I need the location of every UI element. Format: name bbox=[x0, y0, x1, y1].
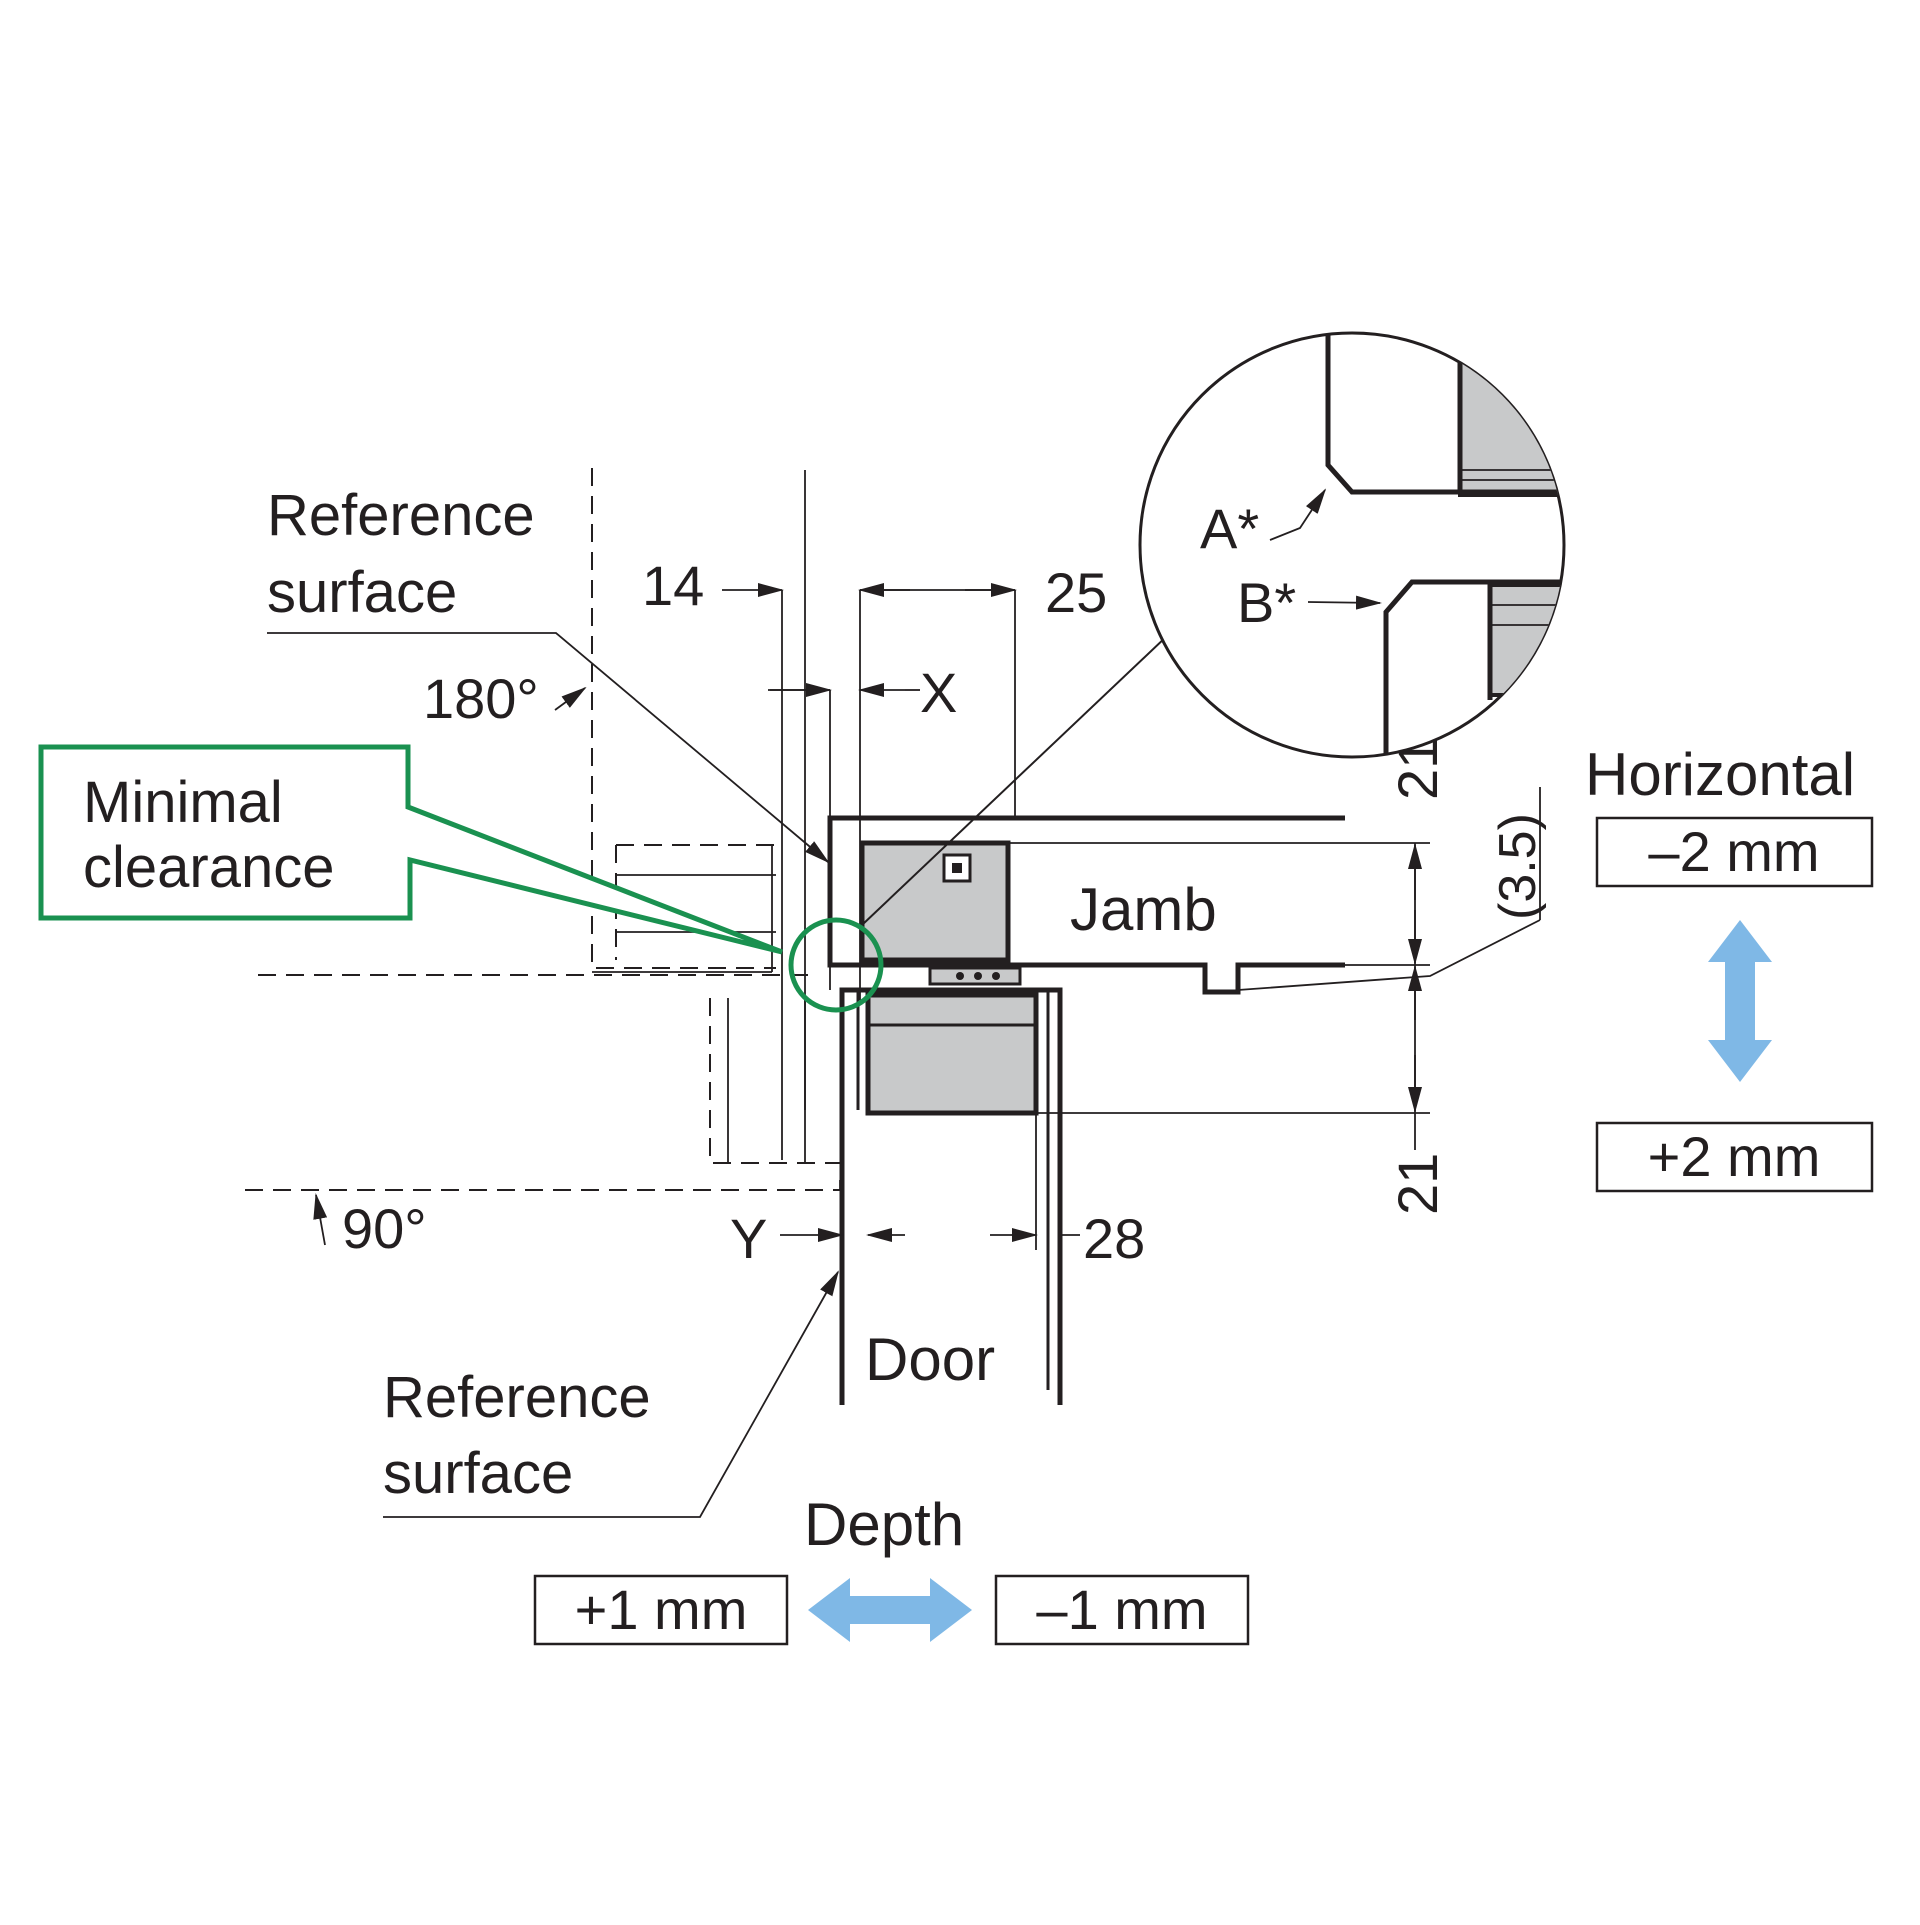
dim-3-5-label: (3.5) bbox=[1489, 813, 1547, 920]
angle-90-label: 90° bbox=[342, 1197, 427, 1260]
hinge-body-door bbox=[865, 992, 1039, 1116]
clearance-highlight-circle bbox=[788, 917, 884, 1013]
reference-surface-bottom: Reference surface bbox=[383, 1270, 839, 1518]
hinge-body-jamb bbox=[859, 840, 1011, 963]
door-label: Door bbox=[865, 1326, 995, 1393]
dim-x: X bbox=[768, 661, 957, 724]
dim-y-label: Y bbox=[730, 1207, 767, 1270]
minimal-clearance-callout: Minimal clearance bbox=[38, 744, 884, 1013]
minimal-clearance-line1: Minimal bbox=[83, 770, 283, 835]
horizontal-minus-label: –2 mm bbox=[1648, 820, 1819, 883]
dim-3-5: (3.5) bbox=[1237, 787, 1547, 991]
reference-surface-top: Reference surface bbox=[267, 483, 830, 864]
extension-lines bbox=[781, 470, 1430, 1250]
dim-x-label: X bbox=[920, 661, 957, 724]
depth-title: Depth bbox=[804, 1491, 964, 1558]
depth-minus-box bbox=[994, 1574, 1250, 1646]
dim-28-label: 28 bbox=[1083, 1207, 1145, 1270]
vertical-double-arrow-icon bbox=[1708, 920, 1772, 1082]
screw-center bbox=[952, 863, 962, 873]
detail-magnifier: A* B* bbox=[861, 331, 1566, 926]
horizontal-plus-label: +2 mm bbox=[1648, 1125, 1821, 1188]
dim-25: 25 bbox=[858, 561, 1107, 624]
dim-y-28: Y 28 bbox=[730, 1207, 1145, 1270]
minimal-clearance-line2: clearance bbox=[83, 835, 334, 900]
depth-adjustment: Depth +1 mm –1 mm bbox=[533, 1491, 1250, 1646]
jamb-label: Jamb bbox=[1070, 876, 1217, 943]
reference-surface-bottom-line1: Reference bbox=[383, 1365, 651, 1430]
depth-plus-label: +1 mm bbox=[575, 1578, 748, 1641]
dim-21-bottom-label: 21 bbox=[1386, 1153, 1449, 1215]
depth-plus-box bbox=[533, 1574, 789, 1646]
detail-b-label: B* bbox=[1237, 571, 1296, 634]
reference-surface-top-line2: surface bbox=[267, 560, 457, 625]
angle-180: 180° bbox=[423, 667, 587, 730]
dim-25-label: 25 bbox=[1045, 561, 1107, 624]
horizontal-title: Horizontal bbox=[1585, 741, 1855, 808]
dim-14: 14 bbox=[642, 554, 784, 617]
horizontal-adjustment: Horizontal –2 mm +2 mm bbox=[1585, 741, 1874, 1193]
horizontal-plus-box bbox=[1595, 1121, 1874, 1193]
mounting-screw-icon bbox=[942, 853, 972, 883]
depth-minus-label: –1 mm bbox=[1036, 1578, 1207, 1641]
detail-a-label: A* bbox=[1200, 497, 1259, 560]
horizontal-minus-box bbox=[1595, 816, 1874, 888]
reference-surface-top-line1: Reference bbox=[267, 483, 535, 548]
angle-90: 90° bbox=[313, 1193, 427, 1260]
dim-14-label: 14 bbox=[642, 554, 704, 617]
angle-180-label: 180° bbox=[423, 667, 539, 730]
reference-surface-bottom-line2: surface bbox=[383, 1441, 573, 1506]
horizontal-double-arrow-icon bbox=[808, 1578, 972, 1642]
